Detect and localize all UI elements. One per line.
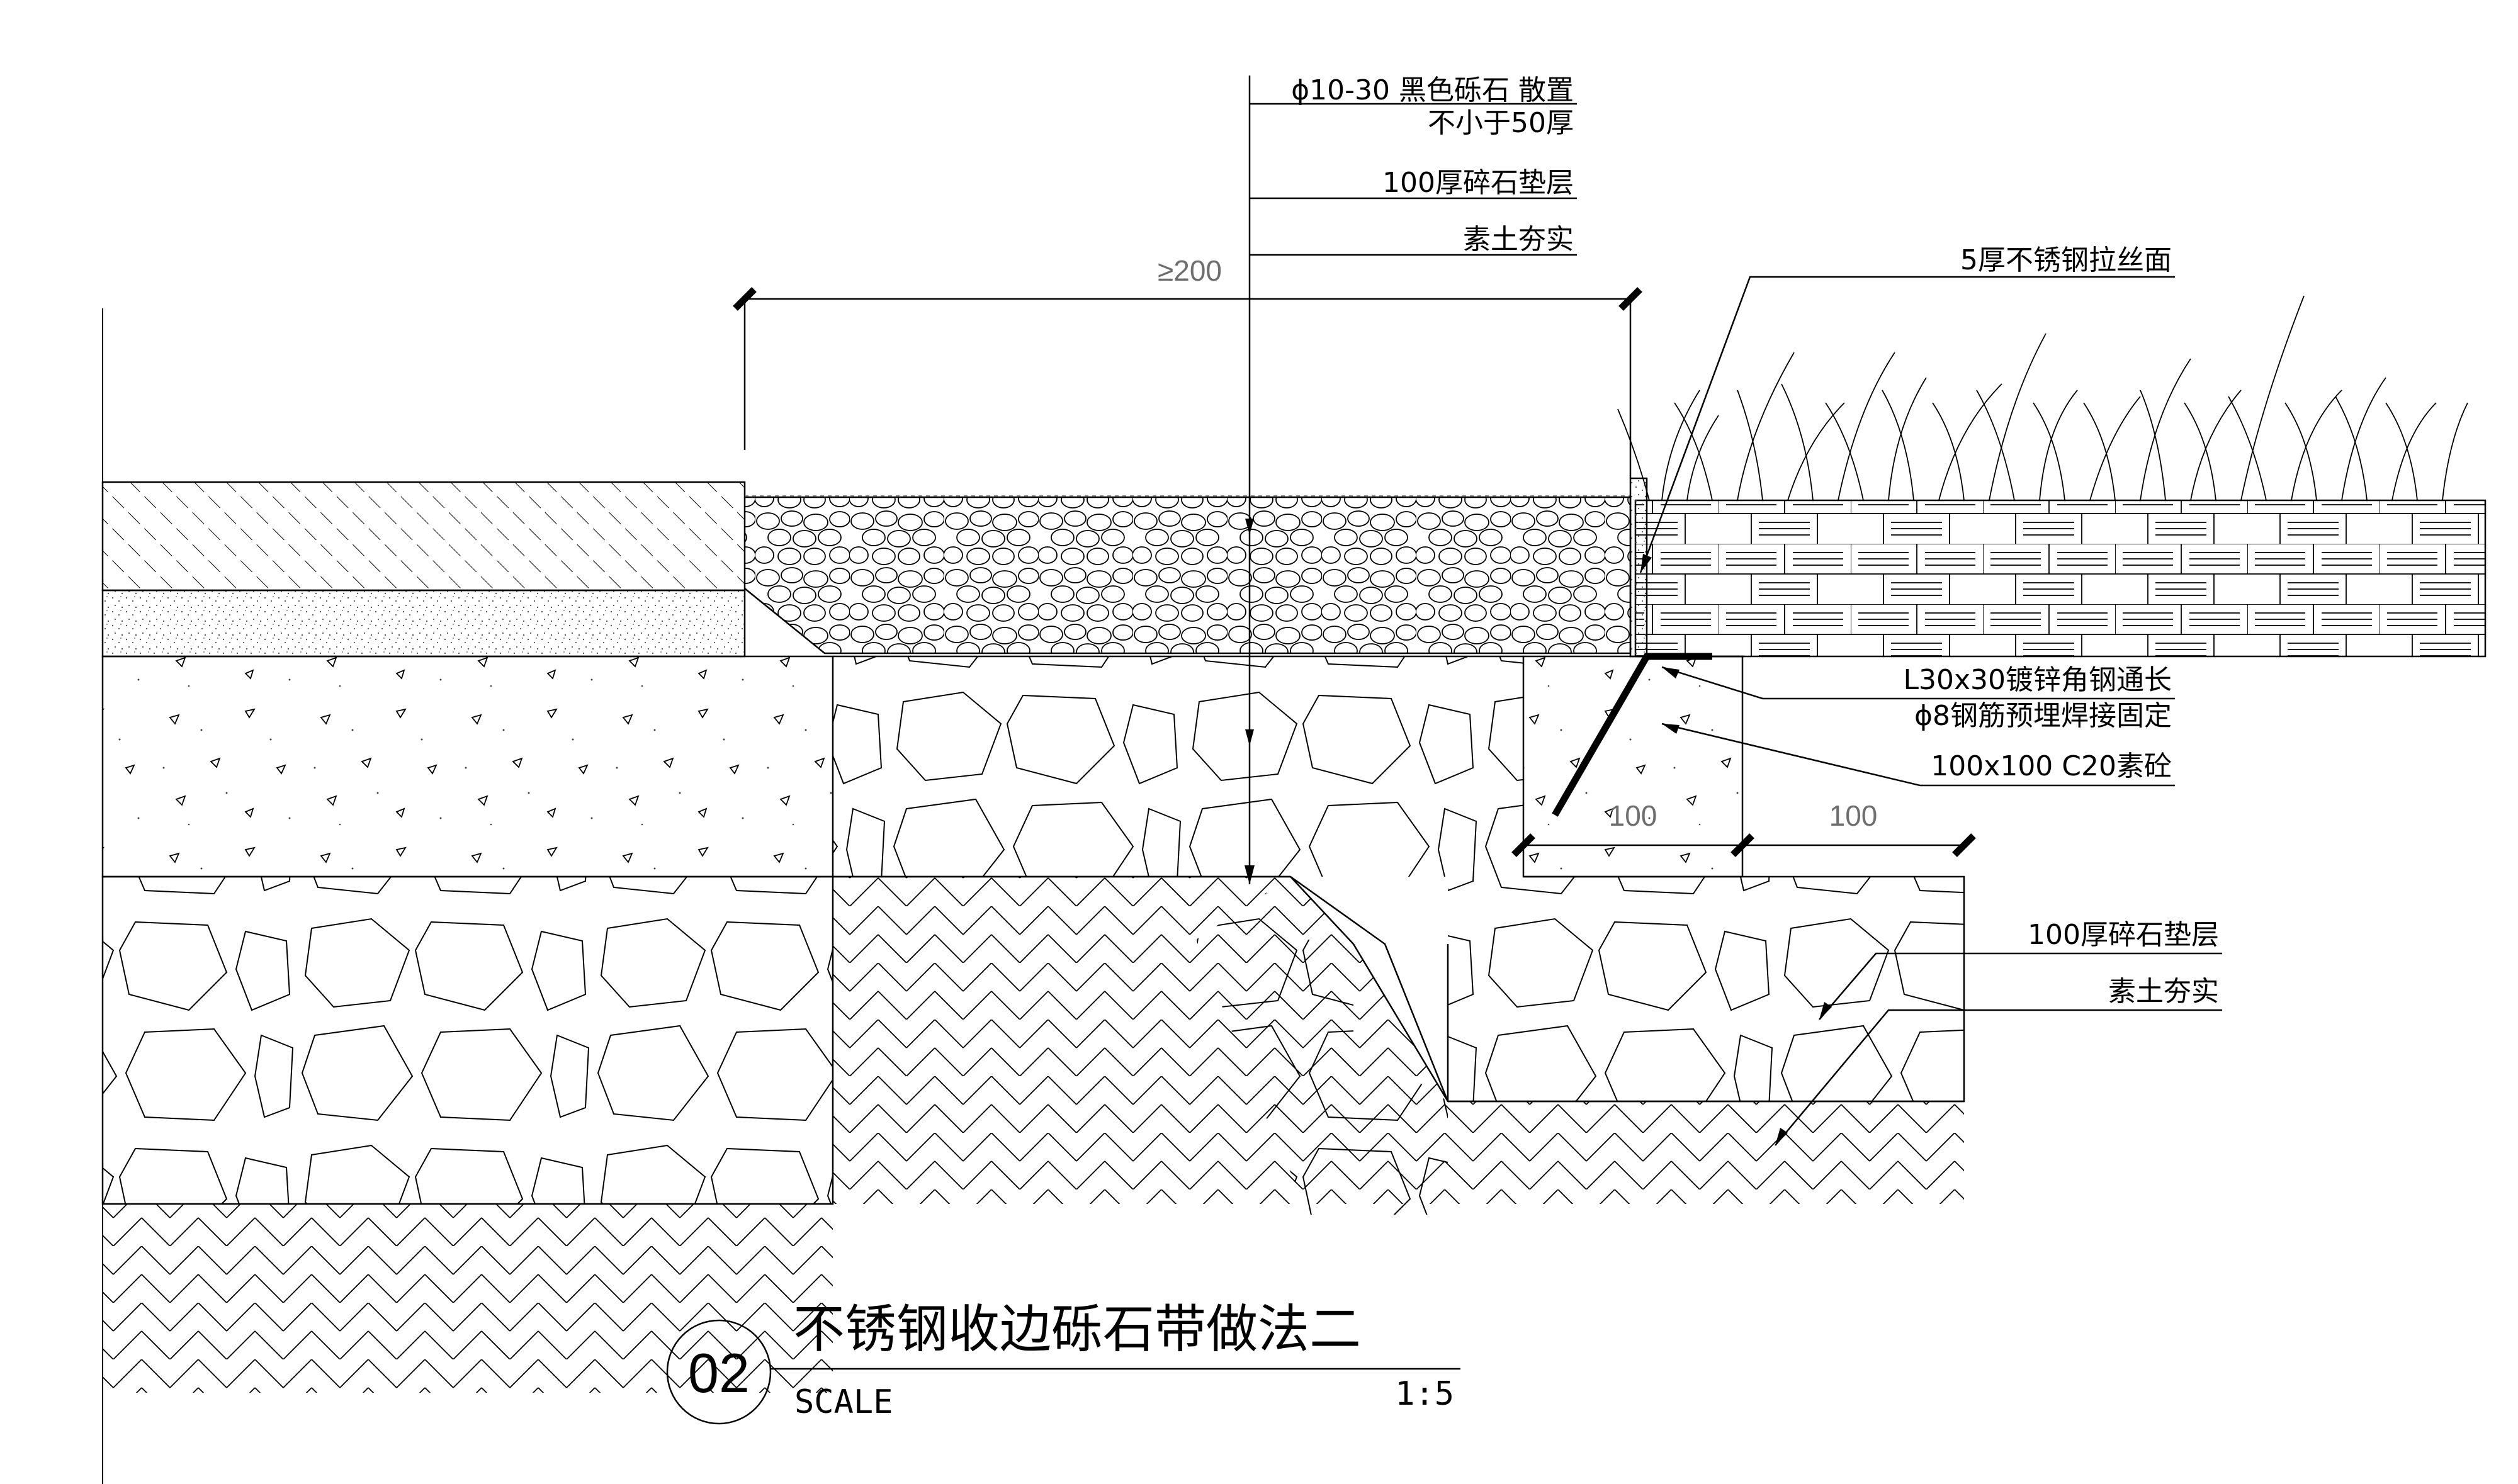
label-gravel-line1: ϕ10-30 黑色砾石 散置 xyxy=(1291,74,1574,106)
grass xyxy=(1617,295,2468,501)
scale-label: SCALE xyxy=(794,1383,893,1421)
label-compacted-soil-top: 素土夯实 xyxy=(1463,223,1574,256)
left-paving-hatch xyxy=(103,482,745,590)
detail-number-circle xyxy=(666,1319,772,1425)
label-crushed-base-top: 100厚碎石垫层 xyxy=(1382,167,1574,199)
black-gravel-fill xyxy=(745,497,1630,653)
detail-number: 02 xyxy=(688,1342,750,1404)
angle-steel-rebar xyxy=(1552,653,1712,817)
dim-offset-width: 100 xyxy=(1829,799,1878,832)
dim-gravel-width: ≥200 xyxy=(1158,254,1222,287)
label-steel-plate: 5厚不锈钢拉丝面 xyxy=(1960,244,2172,276)
detail-title: 不锈钢收边砾石带做法二 xyxy=(793,1300,1361,1359)
label-crushed-base-right: 100厚碎石垫层 xyxy=(2028,919,2219,951)
scale-value: 1:5 xyxy=(1395,1375,1454,1413)
label-rebar: ϕ8钢筋预埋焊接固定 xyxy=(1914,700,2172,732)
dim-block-width: 100 xyxy=(1609,799,1657,832)
label-compacted-soil-right: 素土夯实 xyxy=(2108,975,2219,1008)
label-angle-steel: L30x30镀锌角钢通长 xyxy=(1903,664,2172,696)
label-gravel-line2: 不小于50厚 xyxy=(1428,107,1574,139)
label-concrete-block: 100x100 C20素砼 xyxy=(1931,750,2172,782)
